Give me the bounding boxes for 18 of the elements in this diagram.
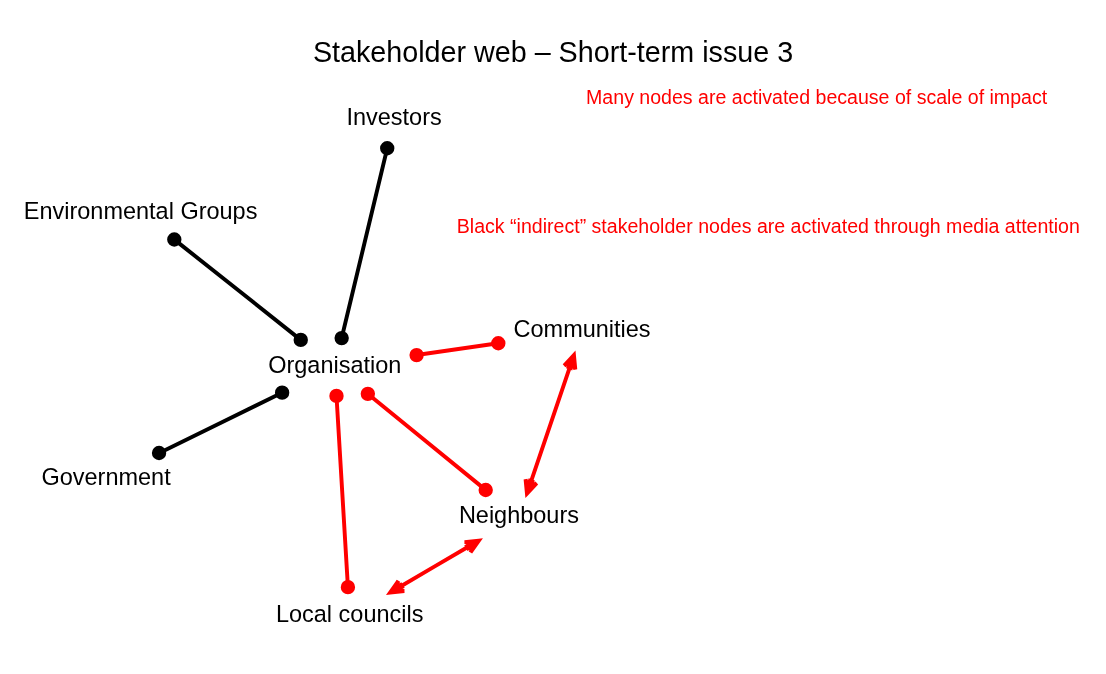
node-text: Environmental Groups bbox=[23, 197, 258, 224]
connector bbox=[151, 385, 290, 461]
node-text: Communities bbox=[513, 315, 651, 342]
arrow bbox=[523, 353, 578, 496]
diagram-title: Stakeholder web – Short-term issue 3 bbox=[312, 36, 794, 69]
arrow bbox=[388, 538, 481, 595]
label: Many nodes are activated because of scale of impact bbox=[586, 86, 1048, 109]
node-text: Investors bbox=[346, 104, 442, 131]
connector bbox=[334, 141, 395, 346]
node-text: Organisation bbox=[268, 351, 402, 378]
connector bbox=[409, 336, 506, 363]
label: Black “indirect” stakeholder nodes are activated through media attention bbox=[456, 215, 1080, 238]
node-text: Local councils bbox=[275, 601, 424, 628]
connector bbox=[167, 232, 308, 348]
node-text: Government bbox=[41, 463, 171, 490]
connector bbox=[360, 386, 493, 498]
connector bbox=[329, 388, 356, 595]
node-text: Neighbours bbox=[458, 501, 579, 528]
